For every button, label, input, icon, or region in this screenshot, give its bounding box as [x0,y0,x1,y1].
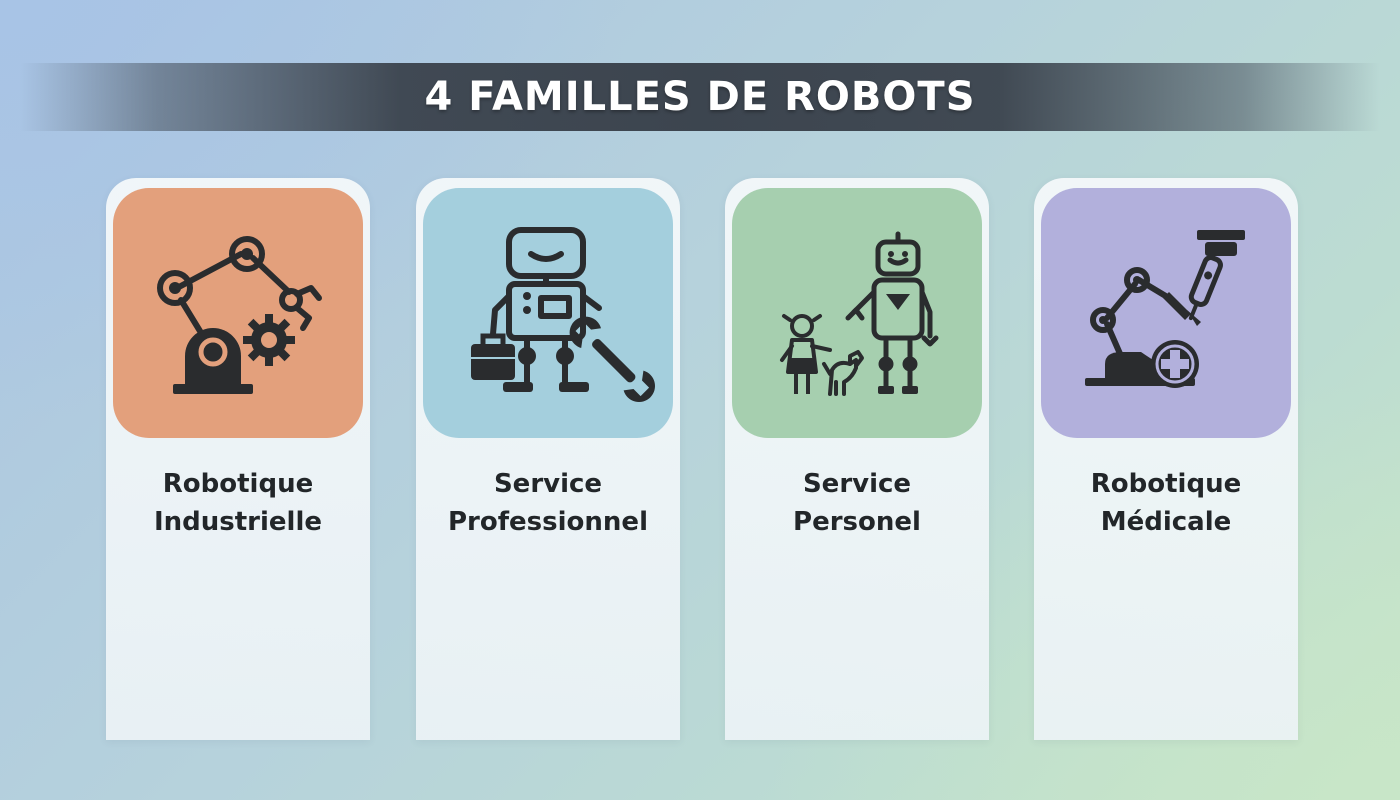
icon-tile [732,188,982,438]
card-label: Service Personel [725,465,989,541]
card-label: Service Professionnel [416,465,680,541]
card-label-line2: Industrielle [153,507,323,537]
card-robotique-medicale: Robotique Médicale [1034,178,1298,740]
card-service-personel: Service Personel [725,178,989,740]
icon-tile [423,188,673,438]
card-robotique-industrielle: Robotique Industrielle [106,178,370,740]
personal-service-robot-icon [780,231,939,396]
card-label-line1: Robotique [1090,469,1242,499]
industrial-robot-arm-icon [157,236,322,394]
card-label-line1: Service [802,469,912,499]
professional-service-robot-icon [471,227,655,402]
card-label-line1: Service [493,469,603,499]
card-label-line2: Professionnel [448,507,648,537]
card-label-line2: Médicale [1100,507,1232,537]
title-banner: 4 FAMILLES DE ROBOTS [20,63,1380,131]
card-label-line2: Personel [793,507,921,537]
icon-tile [1041,188,1291,438]
card-service-professionnel: Service Professionnel [416,178,680,740]
icon-tile [113,188,363,438]
card-label: Robotique Médicale [1034,465,1298,541]
card-label: Robotique Industrielle [106,465,370,541]
card-label-line1: Robotique [162,469,314,499]
medical-robot-icon [1085,230,1245,388]
page-title: 4 FAMILLES DE ROBOTS [424,74,976,120]
